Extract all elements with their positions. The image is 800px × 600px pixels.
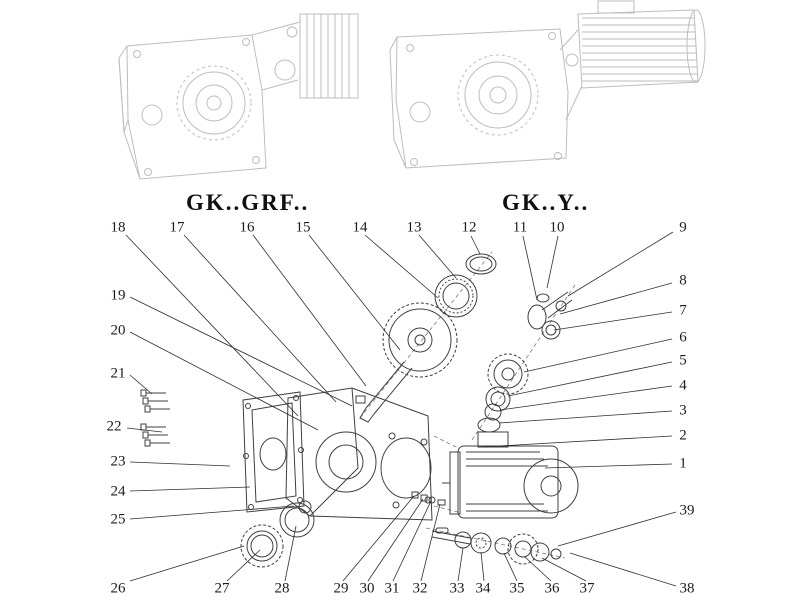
part-number-32: 32 bbox=[412, 580, 428, 597]
part-number-26: 26 bbox=[110, 580, 126, 597]
part-number-36: 36 bbox=[544, 580, 560, 597]
part-number-10: 10 bbox=[549, 219, 565, 236]
small-fasteners bbox=[411, 491, 446, 506]
part-number-3: 3 bbox=[679, 402, 687, 419]
part-number-12: 12 bbox=[461, 219, 477, 236]
exploded-view-drawing bbox=[140, 251, 579, 568]
flange-plate bbox=[242, 391, 305, 513]
part-number-34: 34 bbox=[475, 580, 491, 597]
upper-bearing-and-rings bbox=[434, 253, 497, 318]
part-number-20: 20 bbox=[110, 322, 126, 339]
part-number-8: 8 bbox=[679, 272, 687, 289]
part-number-5: 5 bbox=[679, 352, 687, 369]
part-number-15: 15 bbox=[295, 219, 311, 236]
part-number-9: 9 bbox=[679, 219, 687, 236]
part-number-17: 17 bbox=[169, 219, 185, 236]
part-number-27: 27 bbox=[214, 580, 230, 597]
output-shaft-assembly bbox=[431, 527, 562, 565]
part-number-35: 35 bbox=[509, 580, 525, 597]
motor bbox=[442, 431, 579, 519]
part-number-6: 6 bbox=[679, 329, 687, 346]
variant-title-gk-y: GK..Y.. bbox=[502, 190, 590, 215]
part-number-18: 18 bbox=[110, 219, 126, 236]
part-number-7: 7 bbox=[679, 302, 687, 319]
part-number-28: 28 bbox=[274, 580, 290, 597]
part-number-37: 37 bbox=[579, 580, 595, 597]
part-number-11: 11 bbox=[512, 219, 528, 236]
part-number-22: 22 bbox=[106, 418, 122, 435]
gk-y-overview-drawing bbox=[389, 0, 706, 169]
part-number-25: 25 bbox=[110, 511, 126, 528]
part-number-13: 13 bbox=[406, 219, 422, 236]
part-number-2: 2 bbox=[679, 427, 687, 444]
part-number-38: 38 bbox=[679, 580, 695, 597]
part-number-14: 14 bbox=[352, 219, 368, 236]
part-number-39: 39 bbox=[679, 502, 695, 519]
part-number-33: 33 bbox=[449, 580, 465, 597]
variant-title-gk-grf: GK..GRF.. bbox=[186, 190, 310, 215]
part-number-31: 31 bbox=[384, 580, 400, 597]
flange-screws bbox=[140, 389, 170, 447]
part-number-1: 1 bbox=[679, 455, 687, 472]
part-number-21: 21 bbox=[110, 365, 126, 382]
lower-bearing-rings bbox=[240, 500, 315, 568]
leader-lines bbox=[125, 231, 677, 587]
part-number-4: 4 bbox=[679, 377, 687, 394]
part-number-29: 29 bbox=[333, 580, 349, 597]
main-gear-and-shaft bbox=[359, 302, 458, 423]
gk-grf-overview-drawing bbox=[118, 13, 359, 180]
part-number-23: 23 bbox=[110, 453, 126, 470]
part-number-30: 30 bbox=[359, 580, 375, 597]
part-number-19: 19 bbox=[110, 287, 126, 304]
input-pinion-cluster bbox=[477, 291, 573, 433]
part-number-24: 24 bbox=[110, 483, 126, 500]
part-number-16: 16 bbox=[239, 219, 255, 236]
